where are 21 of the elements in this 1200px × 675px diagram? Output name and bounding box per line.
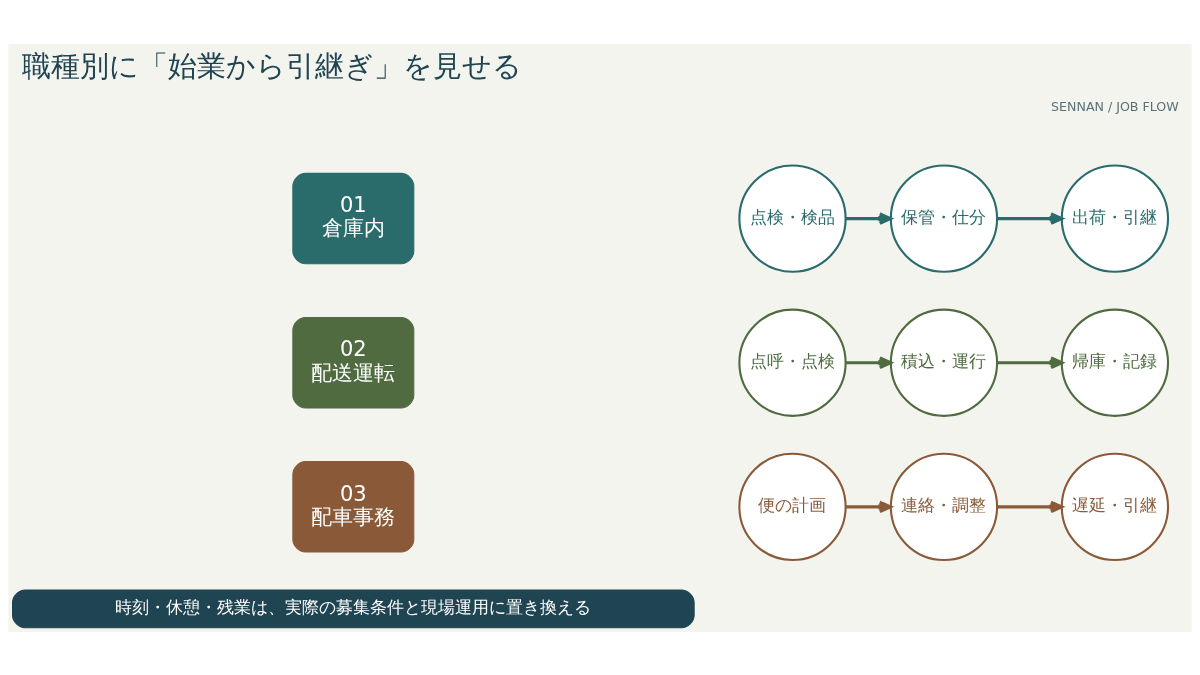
node-circle: 帰庫・記録 xyxy=(1060,308,1170,417)
arrow xyxy=(845,355,893,369)
node-box: 時刻・休憩・残業は、実際の募集条件と現場運用に置き換える xyxy=(12,588,695,628)
arrow xyxy=(997,500,1064,513)
node-box: 02 配送運転 xyxy=(292,316,415,408)
node-box: 01 倉庫内 xyxy=(292,172,415,264)
arrow xyxy=(845,500,893,513)
node-circle: 点検・検品 xyxy=(738,163,847,273)
node-circle: 連絡・調整 xyxy=(889,452,999,561)
arrow xyxy=(845,211,893,225)
node-circle: 点呼・点検 xyxy=(738,308,847,417)
node-circle: 遅延・引継 xyxy=(1060,452,1170,561)
diagram-title: 職種別に「始業から引継ぎ」を見せる xyxy=(22,48,523,83)
node-circle: 保管・仕分 xyxy=(889,163,999,273)
node-circle: 便の計画 xyxy=(738,452,847,561)
node-box: 03 配車事務 xyxy=(292,460,415,553)
label: SENNAN / JOB FLOW xyxy=(1051,98,1179,114)
arrow xyxy=(997,211,1064,225)
arrow xyxy=(997,355,1064,369)
node-circle: 出荷・引継 xyxy=(1060,163,1170,273)
node-circle: 積込・運行 xyxy=(889,308,999,417)
